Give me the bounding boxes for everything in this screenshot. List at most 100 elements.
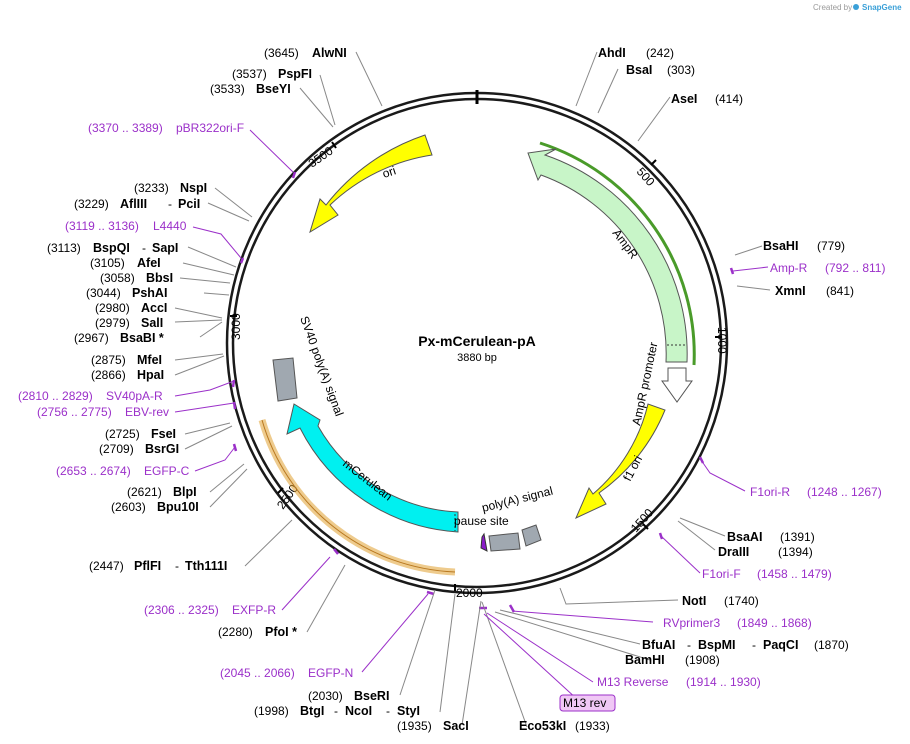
site-fsei-pos: (2725) [105,427,140,441]
site-btgi-name: BtgI [300,704,324,718]
exfp-line [261,419,456,573]
site-bseri-pos: (2030) [308,689,343,703]
site-ahdi-name: AhdI [598,46,626,60]
site-bspqi-name: BspQI [93,241,130,255]
site-pspfi-pos: (3537) [232,67,267,81]
primer-m13rev-range: (1914 .. 1930) [686,675,761,689]
primer-sv40pa-name: SV40pA-R [106,389,163,403]
site-asei-name: AseI [671,92,697,106]
site-bbsi-name: BbsI [146,271,173,285]
site-bfuai-name: BfuAI [642,638,675,652]
pause-site-feature [480,532,488,552]
site-pshai-pos: (3044) [86,286,121,300]
site-noti-name: NotI [682,594,706,608]
primer-ampr-name: Amp-R [770,261,808,275]
site-btgi-sep2: - [386,704,390,718]
site-mfei-pos: (2875) [91,353,126,367]
site-bsabi-name: BsaBI * [120,331,164,345]
site-draiii-pos: (1394) [778,545,813,559]
site-bfuai-pos: (1870) [814,638,849,652]
site-btgi-name2: NcoI [345,704,372,718]
primer-pbr322-name: pBR322ori-F [176,121,244,135]
site-afei-pos: (3105) [90,256,125,270]
site-pfoi-pos: (2280) [218,625,253,639]
site-bsai-pos: (303) [667,63,695,77]
site-bfuai-name3: PaqCI [763,638,798,652]
primer-m13rev-name: M13 Reverse [597,675,669,689]
site-pfoi-name: PfoI * [265,625,297,639]
leader-lines [174,51,771,728]
site-bsahi-name: BsaHI [763,239,798,253]
primer-egfpc-range: (2653 .. 2674) [56,464,131,478]
site-xmni-name: XmnI [775,284,806,298]
site-bbsi-pos: (3058) [100,271,135,285]
site-pflfi-name: PflFI [134,559,161,573]
primer-pbr322-range: (3370 .. 3389) [88,121,163,135]
site-eco53ki-pos: (1933) [575,719,610,733]
site-saci-pos: (1935) [397,719,432,733]
primer-ampr-range: (792 .. 811) [825,261,885,275]
site-bsahi-pos: (779) [817,239,845,253]
site-draiii-name: DraIII [718,545,749,559]
primer-egfpc-name: EGFP-C [144,464,190,478]
site-pspfi-name: PspFI [278,67,312,81]
primer-f1orir-name: F1ori-R [750,485,790,499]
primer-ebv-range: (2756 .. 2775) [37,405,112,419]
site-eco53ki-name: Eco53kI [519,719,566,733]
snapgene-logo-icon [853,4,859,10]
primer-f1orif-range: (1458 .. 1479) [757,567,832,581]
site-acci-pos: (2980) [95,301,130,315]
credit-prefix: Created by [813,3,852,12]
site-btgi-pos: (1998) [254,704,289,718]
f1ori-label: f1 ori [620,453,645,483]
polya-label: poly(A) signal [480,484,554,515]
site-afliii-name2: PciI [178,197,200,211]
tick-2000: 2000 [456,586,483,600]
site-saci-name: SacI [443,719,469,733]
site-fsei-name: FseI [151,427,176,441]
primer-exfpr-range: (2306 .. 2325) [144,603,219,617]
site-bsaai-pos: (1391) [780,530,815,544]
site-afliii-sep: - [168,197,172,211]
site-bfuai-sep2: - [752,638,756,652]
plasmid-size: 3880 bp [457,352,497,364]
primer-f1orif-name: F1ori-F [702,567,741,581]
site-pflfi-name2: Tth111I [185,559,227,573]
site-afliii-pos: (3229) [74,197,109,211]
site-btgi-sep: - [334,704,338,718]
site-pshai-name: PshAI [132,286,167,300]
site-bspqi-name2: SapI [152,241,178,255]
primer-egfpn-range: (2045 .. 2066) [220,666,295,680]
site-bsabi-pos: (2967) [74,331,109,345]
ori-feature [309,134,433,234]
credit-brand: SnapGene [862,3,902,12]
site-bamhi-pos: (1908) [685,653,720,667]
m13rev-box [559,694,616,712]
primer-ebv-name: EBV-rev [125,405,169,419]
sv40-feature [272,357,298,402]
ampr-feature [527,148,688,363]
site-pflfi-pos: (2447) [89,559,124,573]
site-noti-pos: (1740) [724,594,759,608]
plasmid-name: Px-mCerulean-pA [418,333,535,349]
site-sali-pos: (2979) [95,316,130,330]
tick-marks [230,141,722,591]
site-hpai-pos: (2866) [91,368,126,382]
primer-m13rev-box-label: M13 rev [563,696,606,710]
site-nspi-pos: (3233) [134,181,169,195]
site-bfuai-name2: BspMI [698,638,736,652]
site-ahdi-pos: (242) [646,46,674,60]
site-afei-name: AfeI [137,256,161,270]
f1ori-feature [575,403,666,520]
site-bsaai-name: BsaAI [727,530,762,544]
site-acci-name: AccI [141,301,167,315]
primer-l4440-range: (3119 .. 3136) [65,219,139,233]
site-bsrgi-name: BsrGI [145,442,179,456]
site-blpi-name: BlpI [173,485,197,499]
site-bspqi-sep: - [142,241,146,255]
polya-feature-2 [521,524,542,547]
site-bfuai-sep: - [687,638,691,652]
site-hpai-name: HpaI [137,368,164,382]
site-afliii-name: AflIII [120,197,147,211]
primer-exfpr-name: EXFP-R [232,603,276,617]
